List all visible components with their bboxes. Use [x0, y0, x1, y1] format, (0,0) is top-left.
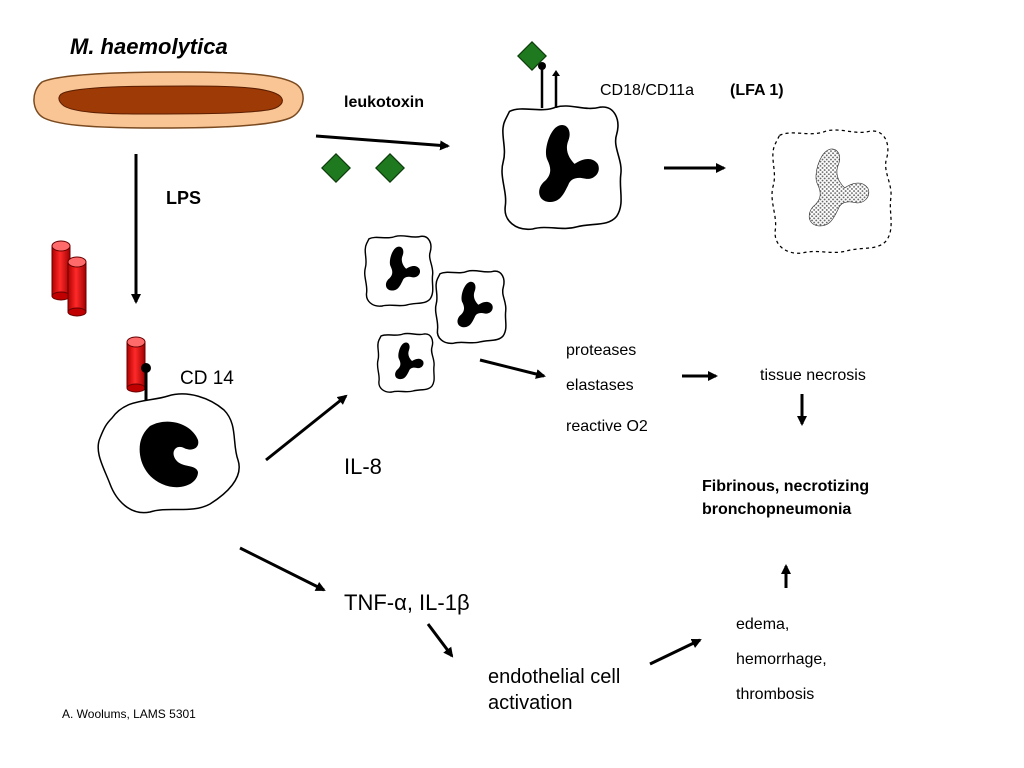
lps-label: LPS — [166, 188, 202, 208]
tnf-il1-label: TNF-α, IL-1β — [344, 590, 470, 615]
endothelial-arrow — [426, 623, 454, 658]
bacterium-icon — [33, 71, 304, 129]
cd14-receptor-icon — [126, 336, 151, 400]
beta-symbol: β — [456, 590, 470, 615]
edema-arrow — [649, 638, 702, 666]
lps-molecule-icon — [67, 256, 87, 317]
neutrophil-icon — [376, 332, 435, 393]
edema-label: edema, — [736, 616, 790, 633]
target-neutrophil-icon — [501, 105, 622, 231]
tnf-prefix: TNF- — [344, 590, 395, 615]
proteases-label: proteases — [566, 342, 637, 359]
lysed-neutrophil-icon — [771, 129, 892, 254]
cd14-label: CD 14 — [180, 368, 234, 389]
il8-arrow — [265, 394, 348, 462]
il8-label: IL-8 — [344, 454, 382, 479]
leukotoxin-molecule-icon — [375, 153, 405, 183]
il1-prefix: , IL-1 — [406, 590, 457, 615]
protease-release-arrow — [479, 358, 546, 379]
hemorrhage-label: hemorrhage, — [736, 651, 827, 668]
leukotoxin-label: leukotoxin — [344, 94, 425, 111]
organism-title: M. haemolytica — [70, 34, 228, 59]
bound-leukotoxin-icon — [517, 41, 547, 71]
endothelial-line1: endothelial cell — [488, 666, 621, 688]
outcome-line2: bronchopneumonia — [702, 501, 852, 518]
reactive-o2-label: reactive O2 — [566, 418, 648, 435]
leukotoxin-arrow — [315, 134, 450, 151]
macrophage-icon — [97, 393, 240, 514]
elastases-label: elastases — [566, 377, 634, 394]
outcome-line1: Fibrinous, necrotizing — [702, 478, 870, 495]
neutrophil-icon — [434, 269, 507, 345]
lps-molecule-icon — [51, 240, 71, 301]
neutrophil-icon — [363, 234, 434, 307]
endothelial-line2: activation — [488, 692, 573, 714]
alpha-symbol: α — [394, 590, 407, 615]
lfa1-receptor-icon — [538, 62, 560, 108]
leukotoxin-molecule-icon — [321, 153, 351, 183]
lfa1-label: (LFA 1) — [730, 82, 784, 99]
credit-label: A. Woolums, LAMS 5301 — [62, 707, 196, 721]
tissue-necrosis-label: tissue necrosis — [760, 367, 866, 384]
cd18-label: CD18/CD11a — [600, 82, 694, 99]
tnf-arrow — [239, 546, 326, 592]
thrombosis-label: thrombosis — [736, 686, 815, 703]
